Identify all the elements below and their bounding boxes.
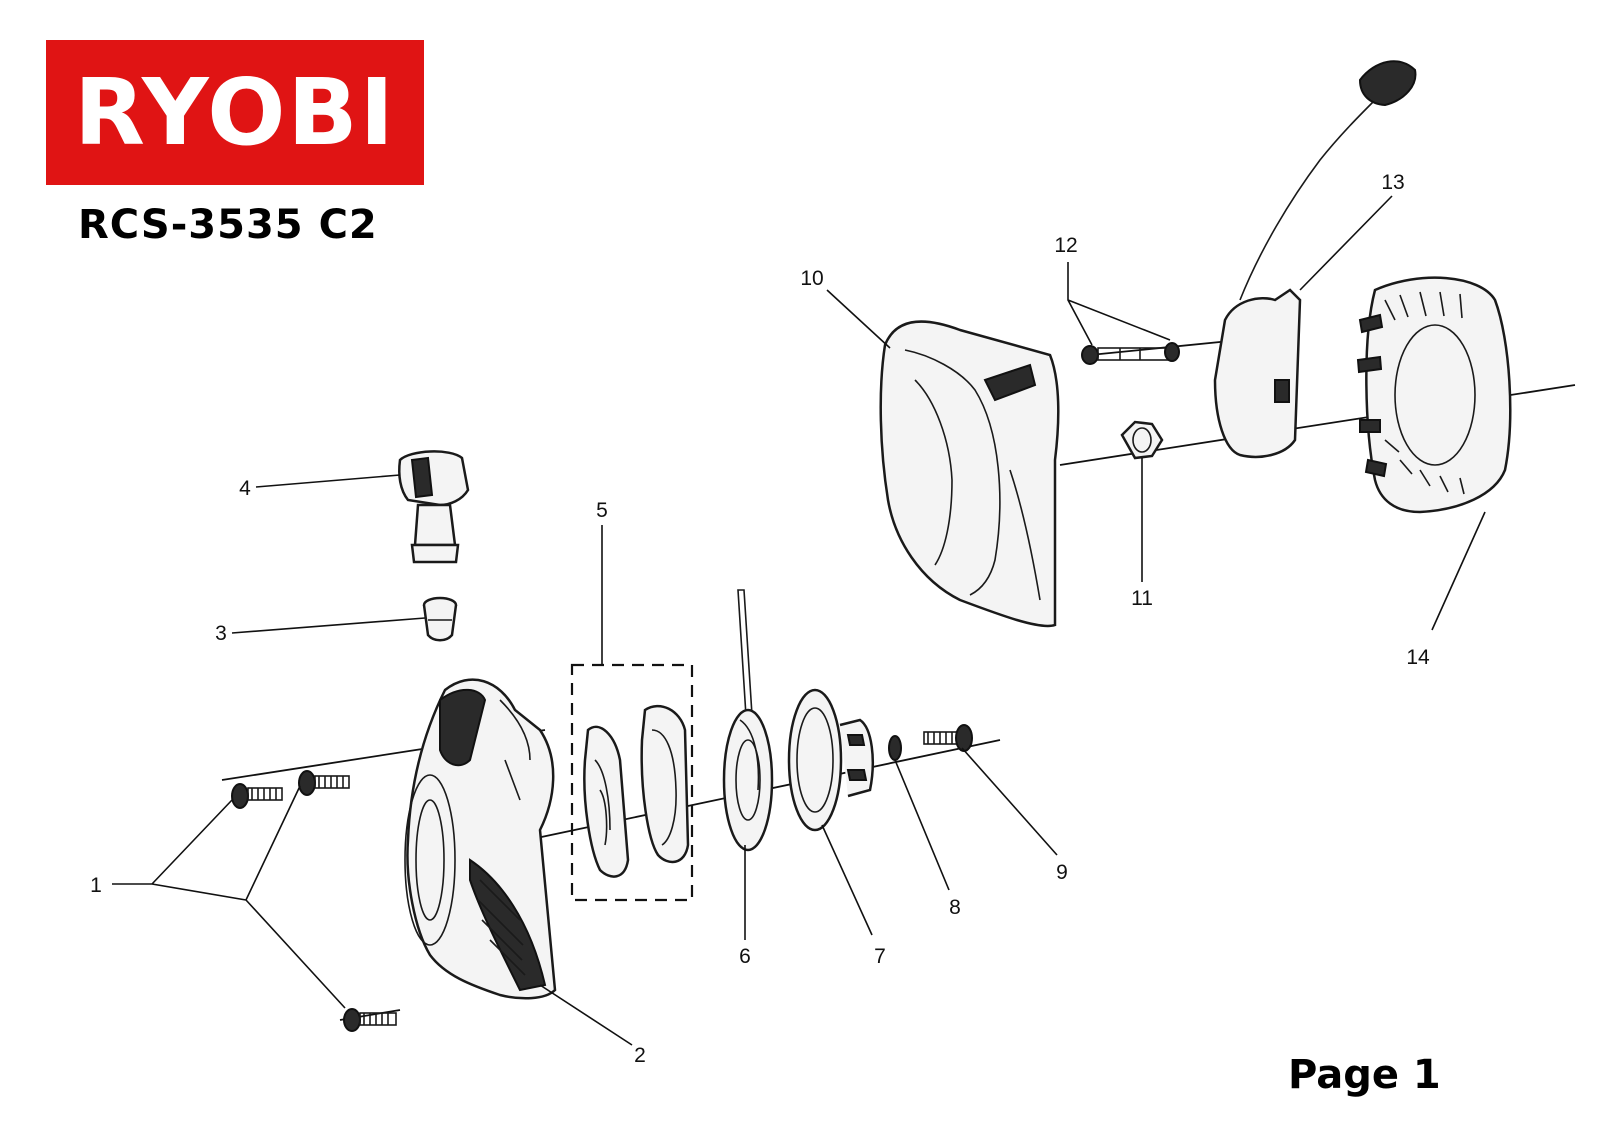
leader-8 xyxy=(894,759,950,891)
leader-2 xyxy=(539,984,633,1046)
callout-labels: 1 2 3 4 5 6 7 8 9 10 11 12 13 14 xyxy=(90,171,1430,1067)
callout-4: 4 xyxy=(239,477,251,500)
leader-13 xyxy=(1299,195,1393,291)
callout-11: 11 xyxy=(1131,587,1153,610)
leader-12 xyxy=(1067,262,1171,346)
callout-14: 14 xyxy=(1406,646,1430,669)
leader-14 xyxy=(1431,511,1486,631)
leader-4 xyxy=(255,474,401,488)
screw-left xyxy=(231,783,283,809)
spring-case-front xyxy=(583,725,630,878)
part-1-screws xyxy=(231,770,397,1032)
callout-8: 8 xyxy=(949,896,961,919)
callout-6: 6 xyxy=(739,945,751,968)
part-3-grommet xyxy=(422,596,458,642)
leader-3 xyxy=(231,617,426,634)
callout-9: 9 xyxy=(1056,861,1068,884)
part-5-spring-assembly xyxy=(570,663,694,902)
part-11-nut xyxy=(1120,420,1164,460)
leader-7 xyxy=(821,824,873,936)
part-13-ignition-coil xyxy=(1213,60,1417,459)
part-14-flywheel xyxy=(1356,276,1512,514)
page-label: Page 1 xyxy=(1288,1052,1441,1098)
part-6-pulley xyxy=(722,589,774,852)
spring-case-back xyxy=(640,704,690,864)
callout-7: 7 xyxy=(874,945,886,968)
part-2-starter-housing xyxy=(404,678,557,1000)
leader-1 xyxy=(112,785,346,1009)
model-number: RCS-3535 C2 xyxy=(78,202,378,248)
screw-middle xyxy=(298,770,350,796)
leader-9 xyxy=(961,747,1058,856)
leader-lines xyxy=(112,195,1486,1046)
part-9-bolt xyxy=(923,724,973,752)
logo-text: RYOBI xyxy=(74,59,396,166)
ryobi-logo: RYOBI xyxy=(46,40,424,185)
part-12-bolts xyxy=(1081,342,1180,365)
callout-1: 1 xyxy=(90,874,102,897)
callout-5: 5 xyxy=(596,499,608,522)
callout-3: 3 xyxy=(215,622,227,645)
part-8-washer xyxy=(888,735,902,761)
screw-bottom xyxy=(343,1008,397,1032)
callout-2: 2 xyxy=(634,1044,646,1067)
part-7-reel xyxy=(787,688,874,832)
callout-13: 13 xyxy=(1381,171,1404,194)
callout-12: 12 xyxy=(1054,234,1077,257)
leader-10 xyxy=(826,289,891,349)
part-4-starter-handle xyxy=(398,450,470,564)
part-10-fan-housing xyxy=(879,320,1060,628)
callout-10: 10 xyxy=(800,267,823,290)
